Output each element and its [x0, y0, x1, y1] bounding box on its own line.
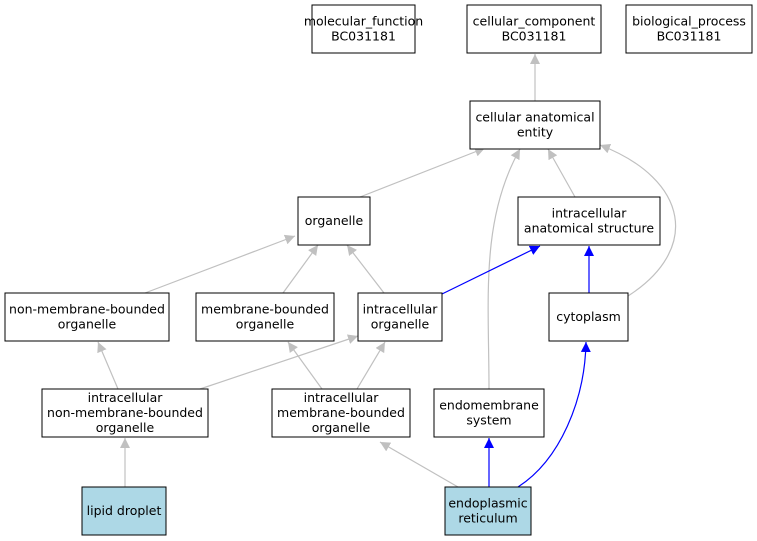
edge-non-membrane-bounded-organelle-to-organelle [144, 234, 296, 294]
node-label-line: endoplasmic [448, 496, 527, 511]
node-label-line: organelle [58, 317, 117, 332]
node-label-line: lipid droplet [87, 503, 162, 518]
node-box [433, 388, 545, 438]
edge-intracellular-membrane-bounded-organelle-to-intracellular-organelle [356, 341, 386, 390]
node-box [41, 388, 209, 438]
node-label-line: cytoplasm [556, 309, 621, 324]
edge-intracellular-membrane-bounded-organelle-to-membrane-bounded-organelle [287, 341, 323, 390]
node-intracellular-non-membrane-bounded-organelle[interactable]: intracellularnon-membrane-boundedorganel… [41, 388, 209, 438]
node-label-line: membrane-bounded [201, 302, 329, 317]
node-box [548, 292, 629, 342]
node-label-line: anatomical structure [524, 221, 654, 236]
node-box [444, 486, 532, 536]
edge-endoplasmic-reticulum-to-cytoplasm [517, 341, 591, 488]
node-label-line: cellular_component [473, 14, 596, 29]
node-label-line: organelle [312, 420, 371, 435]
node-box [625, 4, 753, 54]
node-label-line: membrane-bounded [277, 405, 405, 420]
node-box [4, 292, 170, 342]
node-box [517, 196, 661, 246]
node-label-line: BC031181 [331, 29, 396, 44]
node-label-line: intracellular [363, 302, 439, 317]
node-label-line: non-membrane-bounded [47, 405, 203, 420]
node-label-line: intracellular [304, 390, 380, 405]
node-box [357, 292, 443, 342]
node-box [469, 100, 601, 150]
edge-intracellular-anatomical-structure-to-cellular-anatomical-entity [547, 148, 576, 198]
edge-intracellular-non-membrane-bounded-organelle-to-non-membrane-bounded-organelle [97, 341, 119, 390]
node-box [81, 486, 167, 536]
node-label-line: BC031181 [502, 29, 567, 44]
edge-endomembrane-system-to-cellular-anatomical-entity [487, 148, 521, 390]
nodes: molecular_functionBC031181cellular_compo… [4, 4, 753, 536]
node-label-line: non-membrane-bounded [9, 302, 165, 317]
node-lipid-droplet[interactable]: lipid droplet [81, 486, 167, 536]
node-cytoplasm[interactable]: cytoplasm [548, 292, 629, 342]
node-box [466, 4, 602, 54]
node-label-line: organelle [96, 420, 155, 435]
node-label-line: organelle [305, 213, 364, 228]
edge-endoplasmic-reticulum-to-intracellular-membrane-bounded-organelle [379, 441, 459, 488]
node-label-line: biological_process [632, 14, 746, 29]
node-label-line: BC031181 [657, 29, 722, 44]
node-box [297, 196, 371, 246]
edge-intracellular-non-membrane-bounded-organelle-to-intracellular-organelle [199, 334, 359, 390]
edge-membrane-bounded-organelle-to-organelle [282, 244, 319, 294]
node-label-line: entity [517, 125, 554, 140]
edge-intracellular-organelle-to-intracellular-anatomical-structure [441, 245, 541, 295]
node-label-line: organelle [236, 317, 295, 332]
node-label-line: endomembrane [439, 398, 539, 413]
node-label-line: intracellular [88, 390, 164, 405]
node-label-line: system [466, 413, 511, 428]
edge-organelle-to-cellular-anatomical-entity [359, 146, 486, 198]
node-label-line: cellular anatomical [475, 110, 594, 125]
edges [97, 54, 677, 488]
node-label-line: molecular_function [304, 14, 423, 29]
node-box [271, 388, 411, 438]
node-box [311, 4, 416, 54]
edge-cytoplasm-to-cellular-anatomical-entity [599, 143, 677, 297]
edge-intracellular-organelle-to-organelle [346, 244, 385, 294]
node-label-line: reticulum [458, 511, 517, 526]
node-label-line: organelle [371, 317, 430, 332]
node-box [195, 292, 335, 342]
node-organelle[interactable]: organelle [297, 196, 371, 246]
node-label-line: intracellular [552, 206, 628, 221]
